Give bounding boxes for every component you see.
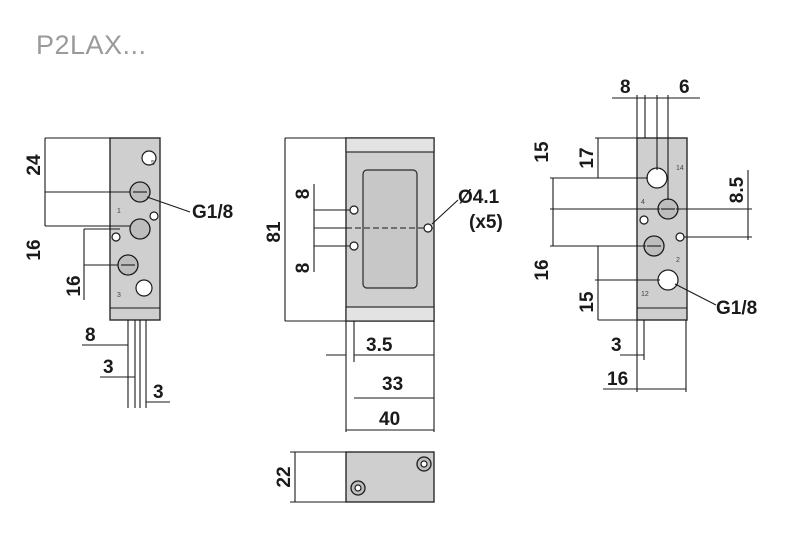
front-hole-2-icon [349,241,359,251]
left-mount-hole-icon [149,211,159,221]
front-dim-81: 81 [264,221,285,243]
front-view: 81 8 8 Ø4.1 (x5) 3.5 33 40 [264,137,503,432]
left-side-view: 5 1 3 24 16 16 G1/8 8 3 3 [24,137,233,408]
left-port-top-icon [141,150,157,166]
right-mark-4: 4 [641,199,645,206]
front-view-bottom-cap [345,306,435,322]
right-mount-hole-2-icon [675,232,685,242]
left-dim-16-a: 16 [24,239,45,260]
left-port-label: G1/8 [192,202,233,223]
right-mark-12: 12 [641,291,649,298]
right-mark-2: 2 [676,257,680,264]
front-view-window [362,169,418,289]
right-mark-14: 14 [676,165,684,172]
left-mount-hole-2-icon [111,232,121,242]
left-mark-1: 1 [117,208,121,215]
front-dim-3-5: 3.5 [366,335,393,356]
page-title: P2LAX... [36,30,147,60]
right-dim-15-b: 15 [577,291,598,313]
front-dim-8-b: 8 [293,263,314,274]
front-hole-3-icon [423,223,433,233]
front-hole-count: (x5) [469,212,503,233]
front-hole-diameter: Ø4.1 [458,187,500,208]
left-dim-24: 24 [24,154,45,176]
right-view-body [636,137,688,321]
front-dim-8-a: 8 [293,189,314,200]
left-port-middle-icon [129,218,151,240]
right-port-bottom-icon [657,269,679,291]
front-dim-33: 33 [382,374,403,395]
right-dim-16-a: 16 [532,259,553,280]
left-dim-3-b: 3 [153,382,164,403]
right-dim-8-5: 8.5 [727,176,748,203]
left-dim-3-a: 3 [103,357,114,378]
right-dim-17: 17 [577,147,598,168]
right-dim-15-a: 15 [532,141,553,163]
front-view-top-cap [345,137,435,153]
left-mark-5: 5 [151,160,155,167]
right-dim-6-top: 6 [679,77,690,98]
bottom-dim-22: 22 [274,466,295,487]
left-dim-16-b: 16 [64,275,85,296]
left-dim-8: 8 [85,325,96,346]
left-mark-3: 3 [117,292,121,299]
front-hole-1-icon [349,205,359,215]
left-port-bottom-icon [135,279,153,297]
right-dim-3: 3 [611,335,622,356]
right-dim-8-top: 8 [620,77,631,98]
right-port-label: G1/8 [716,298,757,319]
right-dim-16-b: 16 [607,369,628,390]
right-mount-hole-icon [639,215,649,225]
right-side-view: 14 4 2 12 8 6 15 17 16 15 8.5 G1/8 [532,77,757,392]
bottom-view: 22 [274,451,435,503]
front-dim-40: 40 [379,409,400,430]
right-port-top-icon [646,167,668,189]
